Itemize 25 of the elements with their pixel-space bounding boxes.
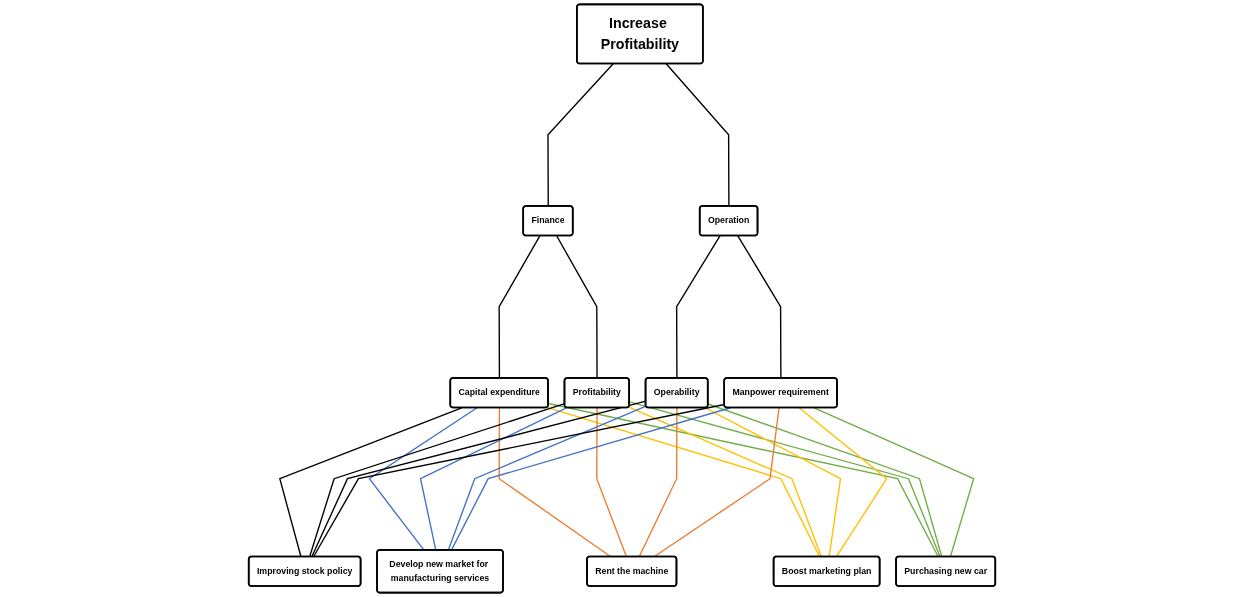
connector: [627, 406, 823, 558]
connector: [704, 407, 842, 558]
connector: [498, 407, 612, 558]
connector: [450, 407, 732, 551]
connector: [447, 405, 647, 551]
connector: [707, 403, 943, 558]
connector: [675, 235, 721, 379]
connector: [665, 63, 730, 207]
connector: [813, 407, 975, 558]
connector: [555, 235, 598, 379]
connector: [368, 407, 478, 551]
connector: [547, 402, 939, 558]
connector: [311, 400, 647, 558]
connector: [279, 407, 463, 558]
connector: [498, 235, 541, 379]
connector: [798, 407, 888, 558]
connector: [419, 407, 568, 551]
connector: [628, 401, 941, 558]
connector: [653, 407, 780, 558]
connector: [596, 407, 628, 558]
connector: [308, 402, 566, 558]
connector: [546, 406, 821, 558]
connector: [737, 235, 782, 379]
connector: [638, 407, 678, 558]
connector: [547, 63, 614, 207]
